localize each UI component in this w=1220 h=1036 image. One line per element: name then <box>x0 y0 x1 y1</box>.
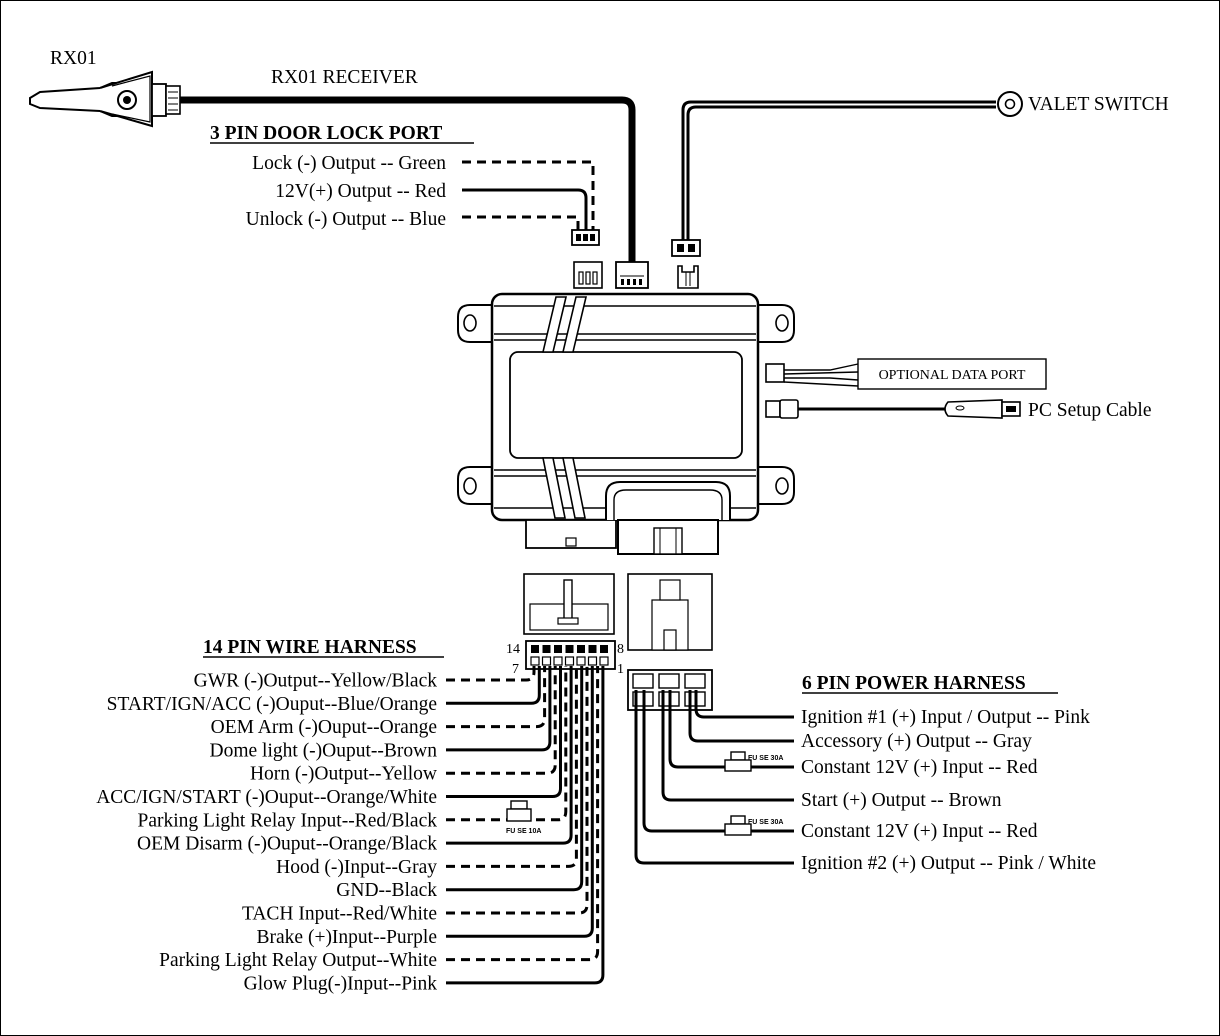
harness14-wire-label: OEM Disarm (-)Ouput--Orange/Black <box>137 834 437 855</box>
pin-label: 8 <box>617 642 624 657</box>
harness14-wire-label: Parking Light Relay Output--White <box>159 950 437 971</box>
harness6-wire-label: Constant 12V (+) Input -- Red <box>801 757 1038 778</box>
harness14-wire-label: TACH Input--Red/White <box>242 904 437 925</box>
connector-pin <box>554 645 562 653</box>
door-lock-wire-label: Lock (-) Output -- Green <box>252 153 446 174</box>
receiver-cable-label: RX01 RECEIVER <box>271 67 418 88</box>
connector-pin <box>553 656 563 666</box>
connector-pin <box>542 645 551 653</box>
harness14-wire-label: Glow Plug(-)Input--Pink <box>244 973 438 994</box>
door-lock-wire-label: Unlock (-) Output -- Blue <box>246 209 446 230</box>
pc-cable-label: PC Setup Cable <box>1028 400 1152 421</box>
harness-6-pin: 6 PIN POWER HARNESS Ignition #1 (+) Inpu… <box>627 669 1096 874</box>
harness14-wire-label: Horn (-)Output--Yellow <box>250 764 437 785</box>
harness14-wire <box>446 666 578 868</box>
connector-pin <box>599 656 609 666</box>
harness14-wire-label: ACC/IGN/START (-)Ouput--Orange/White <box>96 787 437 808</box>
harness6-wire <box>688 690 794 743</box>
harness14-wire <box>446 666 547 729</box>
connector-pin <box>588 645 597 653</box>
connector-pin <box>658 673 680 689</box>
fuse-10a-label: FU SE 10A <box>506 828 541 835</box>
pc-setup-cable: PC Setup Cable <box>765 399 1152 421</box>
harness14-wire <box>446 666 557 775</box>
fuse-30a-icon: FU SE 30A <box>724 815 783 836</box>
pin-label: 14 <box>506 642 520 657</box>
wire-12v-red <box>462 188 588 230</box>
harness14-wire <box>446 666 600 962</box>
connector-pin <box>541 656 552 666</box>
harness14-title: 14 PIN WIRE HARNESS <box>203 637 417 658</box>
door-lock-title: 3 PIN DOOR LOCK PORT <box>210 123 442 144</box>
control-module <box>457 239 795 555</box>
harness6-wire <box>642 690 794 833</box>
connector-pin <box>531 645 539 653</box>
door-lock-wire-label: 12V(+) Output -- Red <box>275 181 446 202</box>
harness14-wire-label: Hood (-)Input--Gray <box>276 857 437 878</box>
harness14-wire <box>446 666 584 892</box>
harness6-wire-label: Accessory (+) Output -- Gray <box>801 731 1032 752</box>
harness6-wire-label: Ignition #1 (+) Input / Output -- Pink <box>801 707 1090 728</box>
harness14-wire-label: OEM Arm (-)Ouput--Orange <box>211 717 437 738</box>
harness14-wire-label: GWR (-)Output--Yellow/Black <box>194 671 438 692</box>
optional-data-port: OPTIONAL DATA PORT <box>765 358 1047 390</box>
connector-pin <box>564 656 575 666</box>
pin-label: 7 <box>512 662 519 677</box>
data-port-label: OPTIONAL DATA PORT <box>879 368 1026 383</box>
fuse-30a-icon: FU SE 30A <box>724 751 783 772</box>
connector-pin <box>577 645 585 653</box>
harness-plugs <box>523 573 713 651</box>
harness14-wire-label: Parking Light Relay Input--Red/Black <box>138 810 438 831</box>
harness14-wire-label: GND--Black <box>336 880 437 901</box>
valet-switch: VALET SWITCH <box>681 91 1169 240</box>
harness14-wire-label: START/IGN/ACC (-)Ouput--Blue/Orange <box>107 694 437 715</box>
harness14-wire <box>446 666 541 705</box>
connector-pin <box>632 673 654 689</box>
connector-pin <box>587 656 598 666</box>
rx01-receiver: RX01 <box>29 48 181 128</box>
harness14-wire <box>446 666 562 798</box>
harness-14-pin: 14 PIN WIRE HARNESS 14 7 8 1 GWR (-)Outp… <box>96 637 624 994</box>
harness14-wire-label: Brake (+)Input--Purple <box>257 927 437 948</box>
harness6-wire <box>661 690 794 802</box>
harness6-wire <box>668 690 794 769</box>
fuse-10a-icon: FU SE 10A <box>506 800 541 835</box>
connector-pin <box>565 645 574 653</box>
wire-unlock-blue <box>462 215 580 230</box>
fuse-30a-label: FU SE 30A <box>748 819 783 826</box>
rx01-title: RX01 <box>50 48 97 69</box>
harness14-wire <box>446 666 605 985</box>
harness6-title: 6 PIN POWER HARNESS <box>802 673 1026 694</box>
connector-pin <box>684 673 706 689</box>
harness6-wire <box>694 690 794 719</box>
fuse-30a-label: FU SE 30A <box>748 755 783 762</box>
harness6-wire-label: Constant 12V (+) Input -- Red <box>801 821 1038 842</box>
valet-switch-label: VALET SWITCH <box>1028 94 1169 115</box>
harness14-wire <box>446 666 594 938</box>
pin-label: 1 <box>617 662 624 677</box>
harness14-wire <box>446 666 568 822</box>
harness14-wire-label: Dome light (-)Ouput--Brown <box>210 740 438 761</box>
connector-pin <box>576 656 586 666</box>
harness14-wire <box>446 666 589 915</box>
door-lock-port: 3 PIN DOOR LOCK PORT Lock (-) Output -- … <box>210 123 600 246</box>
wire-lock-green <box>462 160 595 230</box>
harness6-wire-label: Start (+) Output -- Brown <box>801 790 1002 811</box>
connector-pin <box>530 656 540 666</box>
harness6-wire <box>634 690 794 865</box>
harness14-wire <box>446 666 573 845</box>
connector-pin <box>600 645 608 653</box>
harness6-wire-label: Ignition #2 (+) Output -- Pink / White <box>801 853 1096 874</box>
harness14-wire <box>446 666 536 682</box>
harness14-wire <box>446 666 552 752</box>
receiver-cable <box>180 96 636 262</box>
